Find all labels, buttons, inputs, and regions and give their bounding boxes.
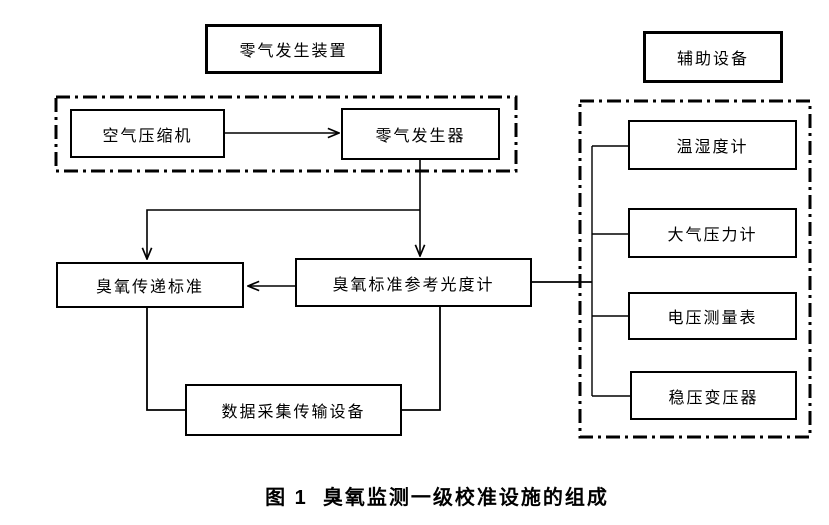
node-zero-gas-generator-label: 零气发生器 — [375, 128, 466, 145]
edge-photometer-to-daq — [402, 307, 441, 411]
node-atmospheric-pressure-gauge-label: 大气压力计 — [667, 227, 758, 244]
node-ozone-standard-reference-photometer: 臭氧标准参考光度计 — [295, 258, 532, 307]
node-data-acquisition-transmission: 数据采集传输设备 — [185, 384, 402, 436]
node-voltage-stabilizing-transformer-label: 稳压变压器 — [668, 389, 759, 407]
group-title-zero-gas-device-label: 零气发生装置 — [239, 43, 348, 60]
node-thermo-hygrometer: 温湿度计 — [628, 120, 797, 170]
edge-generator-to-transfer-standard — [147, 209, 420, 259]
edge-transfer-standard-to-daq — [146, 308, 185, 411]
node-data-acquisition-transmission-label: 数据采集传输设备 — [221, 404, 366, 421]
node-ozone-standard-reference-photometer-label: 臭氧标准参考光度计 — [332, 276, 495, 294]
node-atmospheric-pressure-gauge: 大气压力计 — [628, 208, 797, 258]
figure-caption: 图 1 臭氧监测一级校准设施的组成 — [265, 487, 609, 509]
node-ozone-transfer-standard-label: 臭氧传递标准 — [95, 279, 204, 296]
node-thermo-hygrometer-label: 温湿度计 — [676, 139, 749, 156]
auxiliary-group-border — [578, 99, 812, 439]
node-zero-gas-generator: 零气发生器 — [341, 108, 500, 160]
zero-gas-group-border — [54, 95, 518, 173]
node-air-compressor-label: 空气压缩机 — [102, 127, 193, 145]
group-title-auxiliary-equipment-label: 辅助设备 — [676, 51, 749, 68]
group-title-zero-gas-device: 零气发生装置 — [205, 24, 382, 74]
node-air-compressor: 空气压缩机 — [70, 109, 225, 158]
node-voltage-stabilizing-transformer: 稳压变压器 — [630, 371, 797, 420]
group-title-auxiliary-equipment: 辅助设备 — [643, 31, 783, 83]
node-voltage-meter-label: 电压测量表 — [667, 310, 758, 327]
node-ozone-transfer-standard: 臭氧传递标准 — [56, 262, 244, 308]
node-voltage-meter: 电压测量表 — [628, 292, 797, 340]
